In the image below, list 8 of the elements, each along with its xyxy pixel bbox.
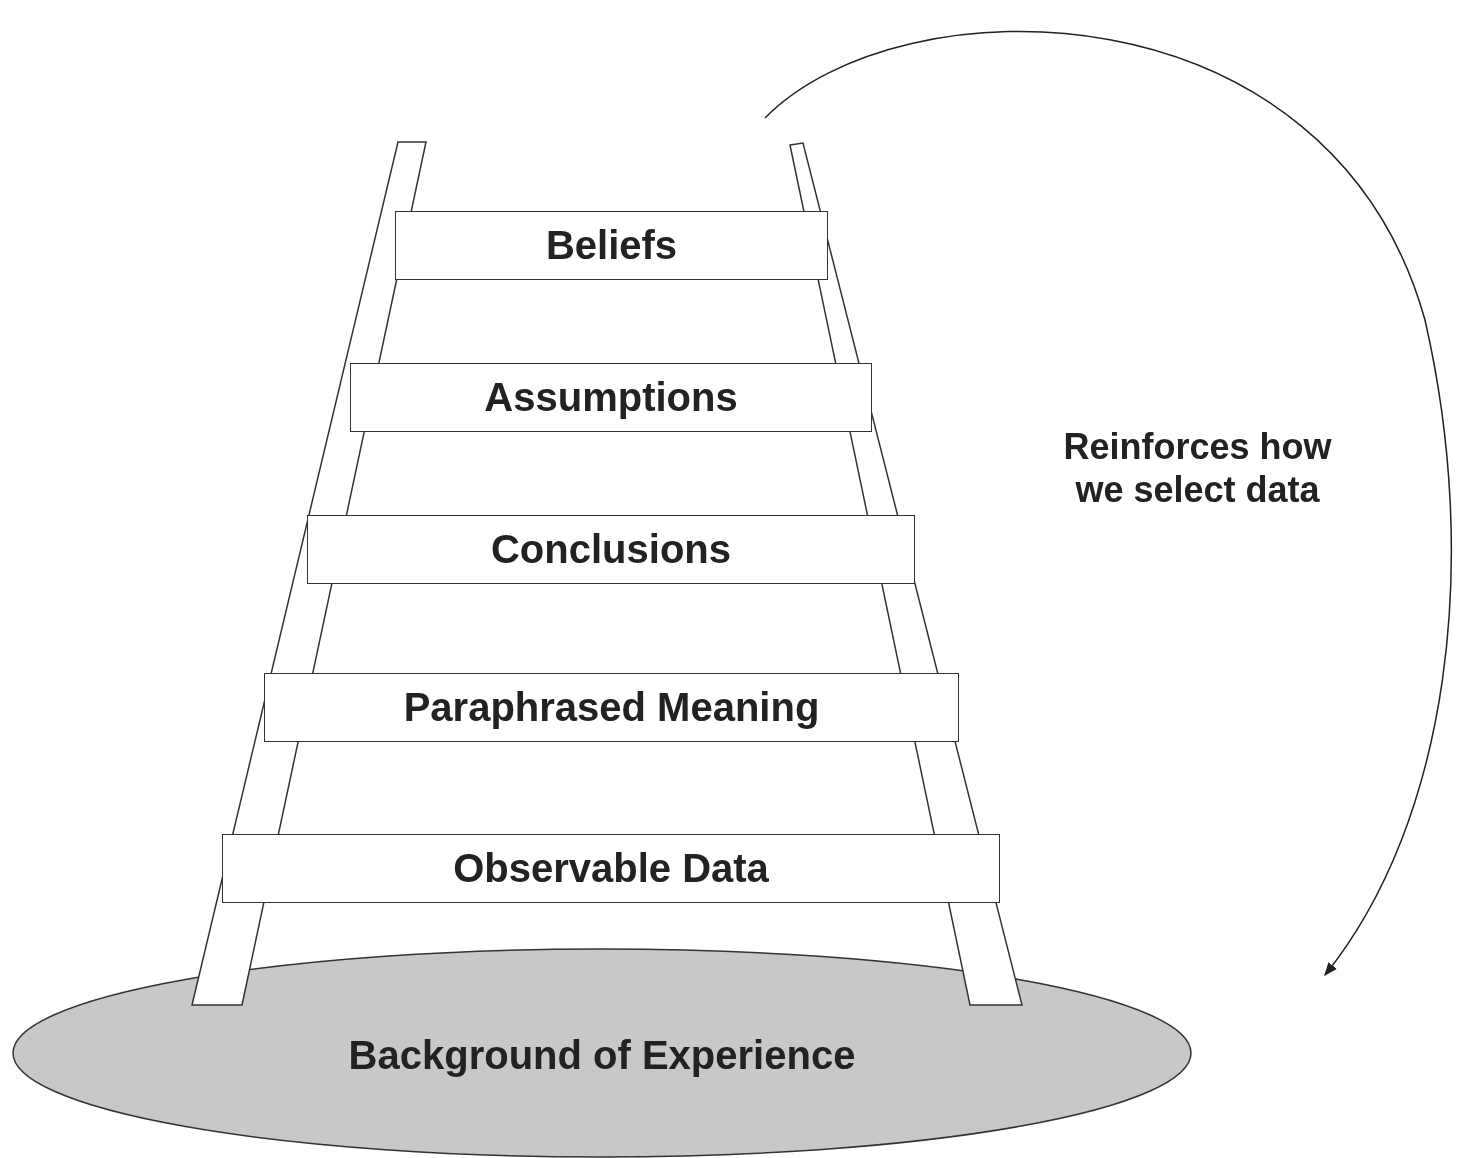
ladder-rung: Assumptions xyxy=(350,363,872,432)
ground-label: Background of Experience xyxy=(348,1032,856,1078)
ladder-rung: Observable Data xyxy=(222,834,1000,903)
ladder-rung: Conclusions xyxy=(307,515,915,584)
ladder-rung: Beliefs xyxy=(395,211,828,280)
ladder-rung: Paraphrased Meaning xyxy=(264,673,959,742)
arrow-caption: Reinforces how we select data xyxy=(1062,425,1333,512)
ground-ellipse xyxy=(12,948,1192,1158)
